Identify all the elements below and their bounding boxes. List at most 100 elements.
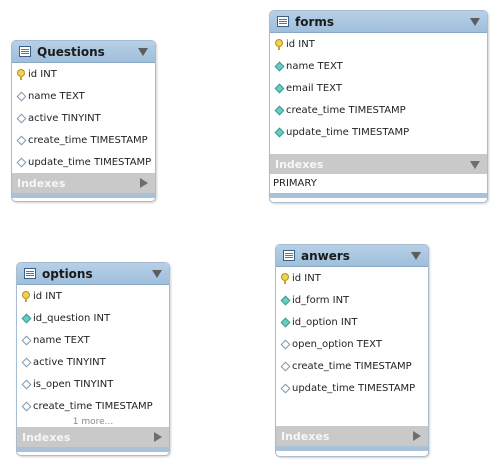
column-diamond-icon	[280, 361, 291, 372]
table-options[interactable]: options id INT id_question INT name TEXT…	[16, 262, 170, 456]
table-footer	[17, 447, 169, 452]
column-label: name TEXT	[286, 60, 343, 72]
column-row[interactable]: id INT	[17, 285, 169, 307]
column-row[interactable]: email TEXT	[270, 77, 487, 99]
column-row[interactable]: update_time TIMESTAMP	[270, 121, 487, 143]
column-diamond-icon	[280, 339, 291, 350]
column-label: name TEXT	[33, 334, 90, 346]
table-icon	[283, 250, 295, 261]
column-diamond-icon	[16, 91, 27, 102]
primary-key-icon	[281, 273, 289, 284]
column-row[interactable]: active TINYINT	[17, 351, 169, 373]
column-label: id INT	[33, 290, 62, 302]
table-footer	[270, 193, 487, 198]
primary-key-icon	[22, 291, 30, 302]
table-title: Questions	[37, 44, 105, 59]
indexes-section[interactable]: Indexes	[276, 426, 428, 446]
column-diamond-icon	[16, 157, 27, 168]
column-diamond-icon	[274, 105, 285, 116]
table-icon	[19, 46, 31, 57]
column-row[interactable]: is_open TINYINT	[17, 373, 169, 395]
column-row[interactable]: id_question INT	[17, 307, 169, 329]
column-diamond-icon	[274, 61, 285, 72]
column-diamond-icon	[21, 335, 32, 346]
column-row[interactable]: id_form INT	[276, 289, 428, 311]
table-header[interactable]: anwers	[276, 245, 428, 267]
column-label: active TINYINT	[28, 112, 101, 124]
column-row[interactable]: create_time TIMESTAMP	[276, 355, 428, 377]
column-label: create_time TIMESTAMP	[33, 400, 153, 412]
indexes-section[interactable]: Indexes	[270, 154, 487, 174]
column-diamond-icon	[274, 127, 285, 138]
expand-arrow-icon[interactable]	[413, 431, 421, 441]
primary-key-icon	[17, 69, 25, 80]
expand-arrow-icon[interactable]	[154, 432, 162, 442]
column-diamond-icon	[21, 401, 32, 412]
column-diamond-icon	[21, 357, 32, 368]
table-footer	[276, 446, 428, 451]
column-row[interactable]: name TEXT	[17, 329, 169, 351]
column-row[interactable]: create_time TIMESTAMP	[270, 99, 487, 121]
column-label: id INT	[292, 272, 321, 284]
column-label: id_option INT	[292, 316, 358, 328]
table-anwers[interactable]: anwers id INT id_form INT id_option INT …	[275, 244, 429, 457]
column-label: id INT	[28, 68, 57, 80]
indexes-section[interactable]: Indexes	[12, 173, 155, 193]
spacer	[270, 143, 487, 154]
column-label: open_option TEXT	[292, 338, 382, 350]
column-label: is_open TINYINT	[33, 378, 114, 390]
expand-arrow-icon[interactable]	[140, 178, 148, 188]
more-columns-link[interactable]: 1 more...	[72, 417, 114, 427]
table-header[interactable]: options	[17, 263, 169, 285]
indexes-label: Indexes	[22, 430, 71, 444]
column-label: id_question INT	[33, 312, 111, 324]
collapse-arrow-icon[interactable]	[470, 161, 480, 169]
column-row[interactable]: update_time TIMESTAMP	[12, 151, 155, 173]
column-label: create_time TIMESTAMP	[286, 104, 406, 116]
column-label: create_time TIMESTAMP	[292, 360, 412, 372]
table-title: anwers	[301, 248, 350, 263]
column-diamond-icon	[16, 135, 27, 146]
column-row[interactable]: update_time TIMESTAMP	[276, 377, 428, 399]
column-label: update_time TIMESTAMP	[286, 126, 410, 138]
column-label: id INT	[286, 38, 315, 50]
column-row[interactable]: create_time TIMESTAMP	[12, 129, 155, 151]
column-label: id_form INT	[292, 294, 350, 306]
column-label: update_time TIMESTAMP	[292, 382, 416, 394]
table-questions[interactable]: Questions id INT name TEXT active TINYIN…	[11, 40, 156, 202]
column-row[interactable]: id INT	[270, 33, 487, 55]
foreign-key-icon	[280, 317, 291, 328]
column-row[interactable]: name TEXT	[12, 85, 155, 107]
table-header[interactable]: forms	[270, 11, 487, 33]
column-row[interactable]: active TINYINT	[12, 107, 155, 129]
collapse-arrow-icon[interactable]	[411, 252, 421, 260]
foreign-key-icon	[280, 295, 291, 306]
index-label: PRIMARY	[273, 178, 317, 189]
collapse-arrow-icon[interactable]	[138, 48, 148, 56]
column-row[interactable]: create_time TIMESTAMP	[17, 395, 169, 417]
column-diamond-icon	[16, 113, 27, 124]
column-diamond-icon	[274, 83, 285, 94]
indexes-section[interactable]: Indexes	[17, 427, 169, 447]
column-label: name TEXT	[28, 90, 85, 102]
primary-key-icon	[275, 39, 283, 50]
table-title: options	[42, 266, 93, 281]
collapse-arrow-icon[interactable]	[152, 270, 162, 278]
column-row[interactable]: id_option INT	[276, 311, 428, 333]
table-header[interactable]: Questions	[12, 41, 155, 63]
column-row[interactable]: open_option TEXT	[276, 333, 428, 355]
table-title: forms	[295, 14, 335, 29]
column-label: active TINYINT	[33, 356, 106, 368]
table-icon	[277, 16, 289, 27]
index-row[interactable]: PRIMARY	[270, 174, 487, 193]
table-forms[interactable]: forms id INT name TEXT email TEXT create…	[269, 10, 488, 203]
indexes-label: Indexes	[275, 157, 324, 171]
column-row[interactable]: id INT	[276, 267, 428, 289]
spacer	[276, 399, 428, 426]
column-label: email TEXT	[286, 82, 342, 94]
column-label: create_time TIMESTAMP	[28, 134, 148, 146]
collapse-arrow-icon[interactable]	[470, 18, 480, 26]
column-diamond-icon	[280, 383, 291, 394]
column-row[interactable]: id INT	[12, 63, 155, 85]
column-row[interactable]: name TEXT	[270, 55, 487, 77]
